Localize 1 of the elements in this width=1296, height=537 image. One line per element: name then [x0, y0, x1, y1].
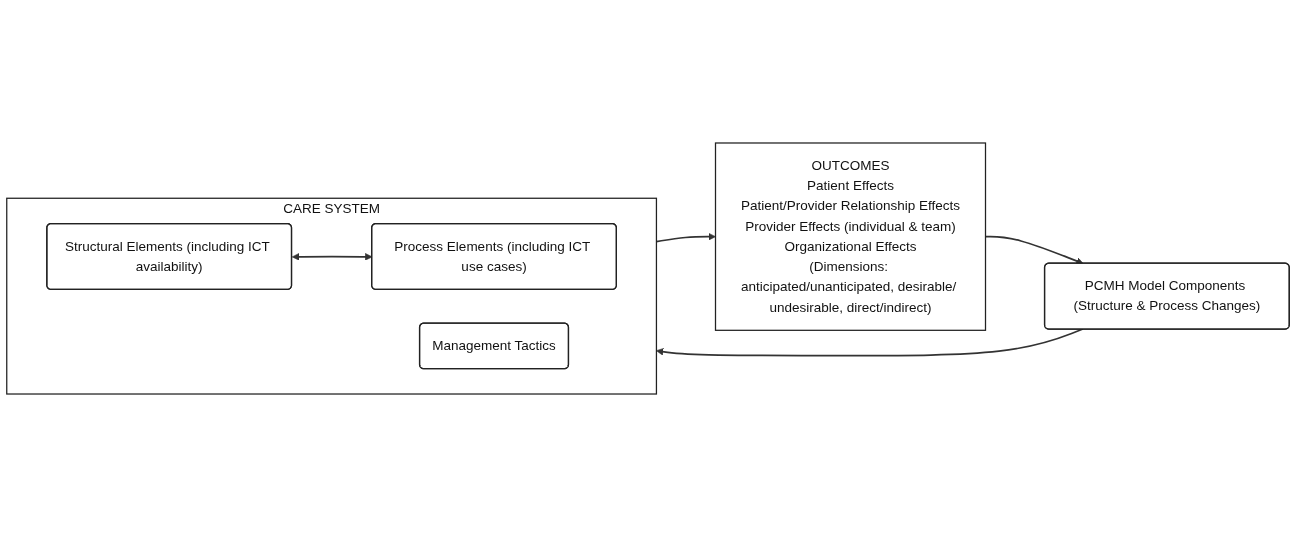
node-box: OUTCOMES Patient Effects Patient/Provider Relationship Effects Provider Effects (individual & team) Organizational Effects (Dimensions: anticipated/unanticipated, desirable/ undesirable, direct/indirect) [714, 142, 987, 331]
